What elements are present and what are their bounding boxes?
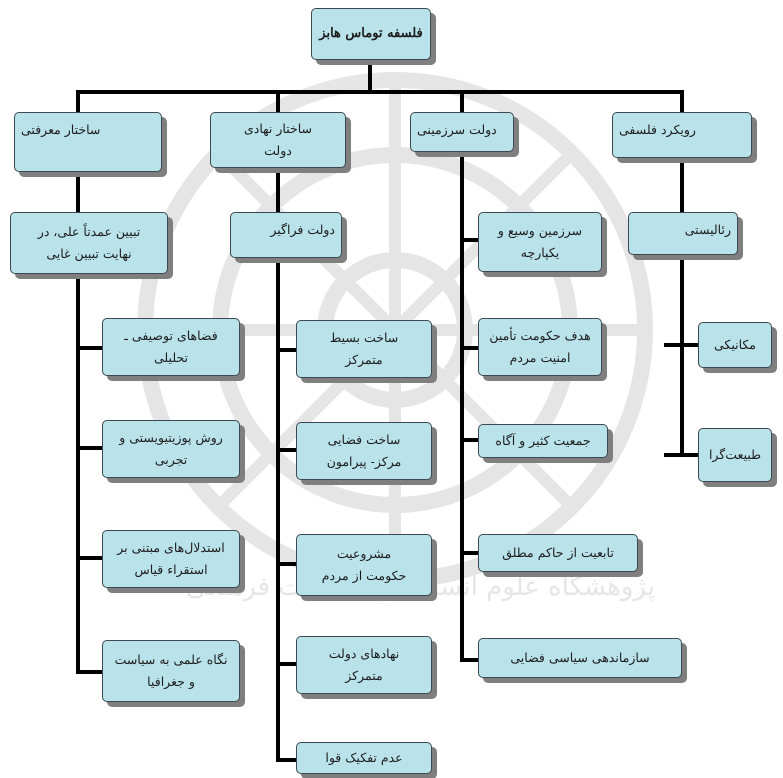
epistemic-item-node: روش پوزیتیویستی و تجربی	[102, 420, 240, 478]
approach-title-label: رویکرد فلسفی	[619, 122, 696, 137]
territorial-item-1-line-2: یکپارچه	[520, 245, 560, 260]
institutional-item-1-line-2: متمرکز	[345, 352, 383, 367]
territorial-item-node: هدف حکومت تأمین امنیت مردم	[478, 318, 602, 376]
institutional-title-line-2: دولت	[264, 143, 292, 158]
epistemic-item-4-line-2: و جغرافیا	[147, 674, 195, 689]
institutional-item-3-line-2: حکومت از مردم	[321, 568, 407, 583]
epistemic-item-1-line-1: فضاهای توصیفی ـ	[124, 328, 218, 343]
territorial-item-2-line-2: امنیت مردم	[509, 350, 571, 365]
institutional-item-node: عدم تفکیک قوا	[296, 742, 432, 774]
institutional-item-node: مشروعیت حکومت از مردم	[296, 534, 432, 596]
epistemic-title-label: ساختار معرفتی	[21, 122, 101, 137]
epistemic-item-2-line-2: تجربی	[154, 452, 188, 467]
institutional-item-node: نهادهای دولت متمرکز	[296, 636, 432, 694]
epistemic-item-3-line-2: استقراء قیاس	[134, 562, 208, 577]
approach-item-2-label: طبیعت‌گرا	[708, 447, 762, 462]
territorial-item-5-label: سازماندهی سیاسی فضایی	[510, 650, 650, 665]
institutional-item-3-line-1: مشروعیت	[336, 546, 392, 561]
institutional-item-4-line-1: نهادهای دولت	[328, 646, 400, 661]
territorial-item-node: جمعیت کثیر و آگاه	[478, 424, 608, 458]
territorial-item-3-label: جمعیت کثیر و آگاه	[495, 433, 591, 448]
epistemic-sub-node: تبیین عمدتاً علی، در نهایت تبیین غایی	[10, 212, 168, 274]
institutional-item-2-line-2: مرکز- پیرامون	[326, 454, 402, 469]
institutional-sub-node: دولت فراگیر	[230, 212, 342, 258]
territorial-title-label: دولت سرزمینی	[417, 122, 497, 137]
territorial-item-node: سازماندهی سیاسی فضایی	[478, 638, 682, 678]
institutional-sub-label: دولت فراگیر	[270, 222, 335, 237]
institutional-item-node: ساخت بسیط متمرکز	[296, 320, 432, 378]
epistemic-item-1-line-2: تحلیلی	[154, 350, 189, 365]
approach-item-1-label: مکانیکی	[714, 337, 756, 352]
approach-sub-label: رئالیستی	[684, 222, 731, 237]
institutional-item-1-line-1: ساخت بسیط	[329, 330, 399, 345]
territorial-item-4-label: تابعیت از حاکم مطلق	[502, 545, 614, 560]
territorial-item-1-line-1: سرزمین وسیع و	[497, 223, 583, 238]
epistemic-sub-line-1: تبیین عمدتاً علی، در	[37, 224, 141, 239]
epistemic-item-2-line-1: روش پوزیتیویستی و	[119, 430, 223, 445]
institutional-item-5-label: عدم تفکیک قوا	[325, 750, 403, 765]
epistemic-item-4-line-1: نگاه علمی به سیاست	[114, 652, 228, 667]
epistemic-item-node: استدلال‌های مبتنی بر استقراء قیاس	[102, 530, 240, 588]
epistemic-item-node: فضاهای توصیفی ـ تحلیلی	[102, 318, 240, 376]
approach-item-node: طبیعت‌گرا	[698, 428, 772, 482]
institutional-title-node: ساختار نهادی دولت	[210, 112, 346, 168]
territorial-item-node: سرزمین وسیع و یکپارچه	[478, 212, 602, 272]
epistemic-title-node: ساختار معرفتی	[14, 112, 162, 172]
institutional-item-4-line-2: متمرکز	[345, 668, 383, 683]
root-node: فلسفه توماس هابز	[311, 8, 431, 60]
epistemic-item-node: نگاه علمی به سیاست و جغرافیا	[102, 640, 240, 702]
territorial-title-node: دولت سرزمینی	[410, 112, 514, 152]
territorial-item-2-line-1: هدف حکومت تأمین	[489, 328, 591, 343]
territorial-item-node: تابعیت از حاکم مطلق	[478, 534, 638, 572]
institutional-item-2-line-1: ساخت فضایی	[327, 432, 401, 447]
approach-item-node: مکانیکی	[698, 322, 772, 368]
epistemic-sub-line-2: نهایت تبیین غایی	[46, 246, 132, 261]
epistemic-item-3-line-1: استدلال‌های مبتنی بر	[117, 540, 225, 555]
institutional-item-node: ساخت فضایی مرکز- پیرامون	[296, 422, 432, 480]
approach-title-node: رویکرد فلسفی	[612, 112, 752, 158]
institutional-title-line-1: ساختار نهادی	[244, 121, 312, 136]
approach-sub-node: رئالیستی	[628, 212, 738, 255]
root-label: فلسفه توماس هابز	[319, 26, 423, 41]
